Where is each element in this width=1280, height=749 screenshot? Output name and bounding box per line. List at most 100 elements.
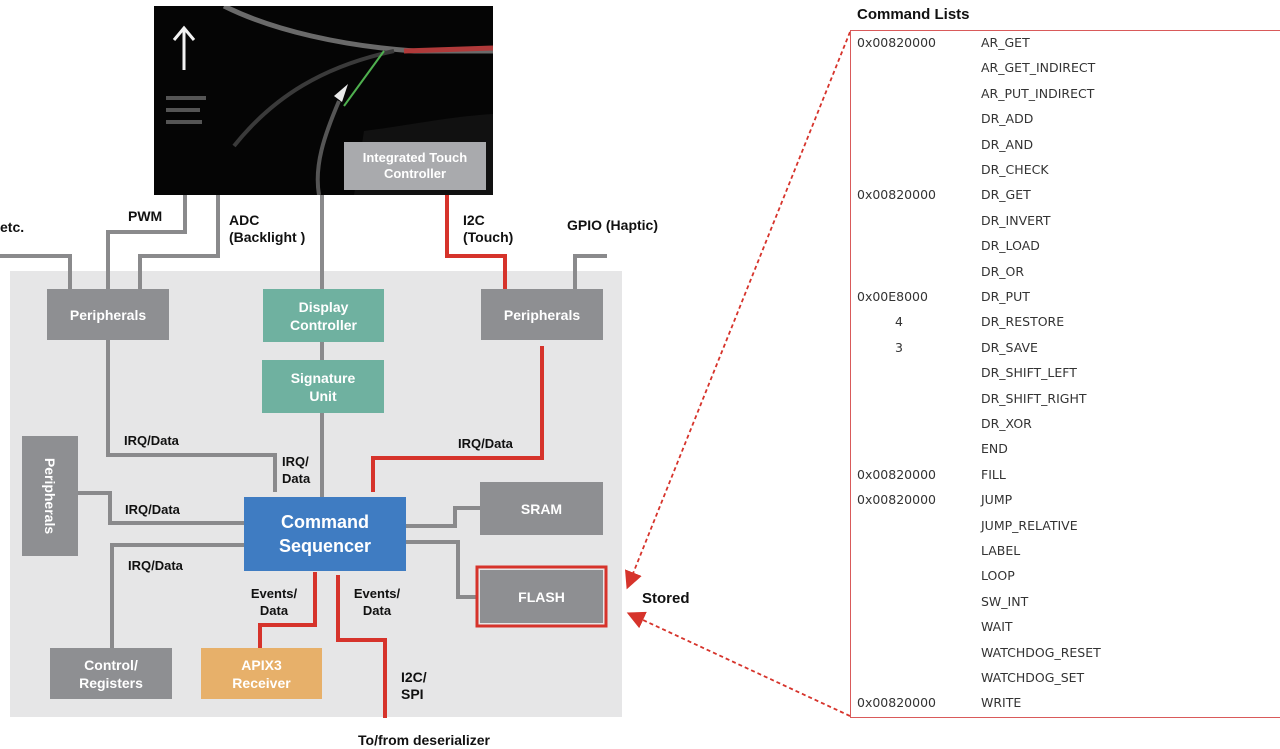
command-list-row: END <box>851 437 1280 462</box>
peripherals-side-block: Peripherals <box>22 436 78 556</box>
label-i2c-touch: I2C (Touch) <box>463 212 514 245</box>
peripherals-right-block: Peripherals <box>481 289 603 340</box>
command-name: DR_SHIFT_LEFT <box>981 365 1077 381</box>
command-list-row: DR_SHIFT_RIGHT <box>851 387 1280 412</box>
command-name: END <box>981 441 1008 457</box>
command-name: DR_ADD <box>981 111 1034 127</box>
command-list-row: 0x00820000 DR_GET <box>851 183 1280 208</box>
command-name: WRITE <box>981 695 1022 711</box>
command-list-row: LOOP <box>851 564 1280 589</box>
display-controller-block: Display Controller <box>263 289 384 342</box>
label-irq-data-center: IRQ/ Data <box>282 454 311 486</box>
command-list-row: 0x00820000 AR_GET <box>851 31 1280 56</box>
command-address: 0x00820000 <box>857 187 936 203</box>
wire-sram <box>406 506 480 528</box>
command-name: FILL <box>981 466 1006 482</box>
wire-gpio <box>573 254 607 290</box>
label-adc: ADC (Backlight ) <box>229 212 306 245</box>
command-name: DR_PUT <box>981 289 1030 304</box>
command-name: DR_SAVE <box>981 339 1038 355</box>
label-irq-data-left: IRQ/Data <box>124 433 179 448</box>
command-name: DR_LOAD <box>981 238 1040 254</box>
dashed-arrow-bottom <box>626 611 851 717</box>
command-list-row: DR_XOR <box>851 412 1280 437</box>
command-name: SW_INT <box>981 593 1029 609</box>
command-address: 0x00820000 <box>857 466 936 482</box>
command-name: WATCHDOG_SET <box>981 670 1085 685</box>
command-address: 0x00820000 <box>857 35 936 50</box>
command-list-row: DR_LOAD <box>851 234 1280 259</box>
command-name: JUMP <box>981 492 1013 508</box>
command-name: WAIT <box>981 619 1013 635</box>
label-gpio-haptic: GPIO (Haptic) <box>567 217 659 233</box>
command-list-row: DR_AND <box>851 133 1280 158</box>
wire-periph-side <box>78 491 244 525</box>
label-to-from-deserializer: To/from deserializer <box>358 732 491 748</box>
wire-etc <box>0 254 72 290</box>
label-pwm: PWM <box>128 208 163 224</box>
command-name: DR_INVERT <box>981 212 1051 228</box>
wire-i2c-touch <box>445 195 507 290</box>
command-list-row: DR_OR <box>851 260 1280 285</box>
sram-block: SRAM <box>480 482 603 535</box>
command-list-row: SW_INT <box>851 590 1280 615</box>
command-address: 0x00820000 <box>857 492 936 508</box>
command-name: DR_XOR <box>981 416 1032 431</box>
command-name: JUMP_RELATIVE <box>981 517 1078 533</box>
command-lists-title: Command Lists <box>857 6 970 23</box>
command-list-row: 4 DR_RESTORE <box>851 310 1280 335</box>
command-name: DR_AND <box>981 136 1034 152</box>
command-name: AR_GET <box>981 35 1030 50</box>
wire-pwm <box>106 195 187 290</box>
wire-apix3 <box>258 572 317 648</box>
command-list-row: 0x00820000 FILL <box>851 463 1280 488</box>
wire-ctrl <box>110 543 244 648</box>
label-irq-data-ctrl: IRQ/Data <box>128 558 183 573</box>
display-screen: Integrated Touch Controller <box>154 6 493 195</box>
command-list-row: 0x00E8000 DR_PUT <box>851 285 1280 310</box>
command-name: AR_PUT_INDIRECT <box>981 85 1095 101</box>
command-list-row: LABEL <box>851 539 1280 564</box>
signature-unit-block: Signature Unit <box>262 360 384 413</box>
command-address: 3 <box>895 339 903 355</box>
flash-highlight <box>475 565 608 628</box>
command-list-row: 3 DR_SAVE <box>851 336 1280 361</box>
command-name: LOOP <box>981 568 1015 584</box>
command-sequencer-block: Command Sequencer <box>244 497 406 571</box>
command-list-row: AR_GET_INDIRECT <box>851 56 1280 81</box>
label-irq-data-side: IRQ/Data <box>125 502 180 517</box>
command-list-row: WATCHDOG_SET <box>851 666 1280 691</box>
label-etc: etc. <box>0 219 25 235</box>
peripherals-left-block: Peripherals <box>47 289 169 340</box>
command-list-row: DR_ADD <box>851 107 1280 132</box>
command-name: WATCHDOG_RESET <box>981 644 1101 660</box>
command-name: DR_GET <box>981 187 1031 203</box>
label-events-data-left: Events/ Data <box>250 586 298 618</box>
wire-adc <box>138 195 220 290</box>
command-name: DR_RESTORE <box>981 314 1065 330</box>
command-name: DR_CHECK <box>981 162 1049 177</box>
command-list-row: JUMP_RELATIVE <box>851 514 1280 539</box>
command-name: AR_GET_INDIRECT <box>981 60 1096 76</box>
command-name: LABEL <box>981 543 1021 558</box>
flash-block: FLASH <box>480 570 603 623</box>
command-list-row: DR_INVERT <box>851 209 1280 234</box>
wire-periph-left-irq <box>106 340 277 492</box>
control-registers-block: Control/ Registers <box>50 648 172 699</box>
command-list-row: WATCHDOG_RESET <box>851 641 1280 666</box>
wire-i2c-spi <box>336 575 387 718</box>
command-address: 0x00E8000 <box>857 289 928 304</box>
wire-flash <box>406 540 478 599</box>
apix3-receiver-block: APIX3 Receiver <box>201 648 322 699</box>
command-list-row: AR_PUT_INDIRECT <box>851 82 1280 107</box>
north-arrow-icon <box>172 25 196 70</box>
command-list-row: WAIT <box>851 615 1280 640</box>
integrated-touch-controller-label: Integrated Touch Controller <box>344 142 486 190</box>
command-list-row: DR_CHECK <box>851 158 1280 183</box>
command-address: 4 <box>895 314 903 330</box>
command-lists-panel: 0x00820000 AR_GET AR_GET_INDIRECT AR_PUT_IN… <box>850 30 1280 718</box>
label-stored: Stored <box>642 590 690 607</box>
peripherals-side-label: Peripherals <box>42 457 59 535</box>
